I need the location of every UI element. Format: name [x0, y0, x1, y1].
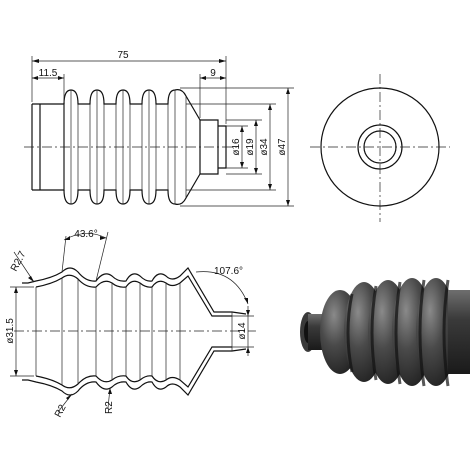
dim-radius-top: R2.7 [9, 249, 35, 283]
dim-left-neck: 11.5 [32, 68, 65, 102]
dim-radius-bottom-mid: R2 [104, 387, 115, 414]
section-view: 43.6° 107.6° R2.7 R2 R2 [5, 229, 256, 419]
dim-107-6-label: 107.6° [214, 266, 243, 277]
dim-pitch-angle: 43.6° [61, 229, 109, 282]
dim-right-neck: 9 [199, 68, 226, 118]
section-outer-top [22, 267, 247, 315]
render-grooves [346, 279, 450, 387]
dim-11-5-label: 11.5 [39, 68, 58, 79]
bellows-top-profile [63, 89, 201, 121]
dim-d34-label: ø34 [259, 138, 270, 156]
dim-r2-b-label: R2 [104, 401, 115, 414]
dim-d14-label: ø14 [237, 322, 248, 340]
dim-d47-label: ø47 [277, 138, 288, 156]
dim-r2-a-label: R2 [53, 403, 69, 420]
dim-d31-5-label: ø31.5 [5, 318, 16, 344]
render-large-neck [448, 290, 470, 374]
bellows-bottom-profile [63, 173, 201, 205]
render-view [300, 278, 470, 387]
section-inner-bottom [35, 346, 232, 389]
front-view: 75 11.5 9 ø16 [24, 50, 294, 207]
end-view [310, 74, 450, 222]
dim-right-bore: ø14 [232, 306, 254, 356]
dim-75-label: 75 [117, 50, 129, 61]
dim-overall-length: 75 [31, 50, 227, 124]
dim-diameters: ø16 ø19 ø34 ø47 [180, 87, 294, 207]
dim-cone-angle: 107.6° [195, 266, 249, 305]
section-crest-lines [35, 278, 233, 385]
dim-43-6-label: 43.6° [74, 229, 97, 240]
dim-d16-label: ø16 [231, 138, 242, 156]
section-outer-bottom [22, 348, 247, 396]
dim-9-label: 9 [210, 68, 216, 79]
dim-d19-label: ø19 [245, 138, 256, 156]
dim-left-bore: ø31.5 [5, 286, 34, 377]
dim-radius-bottom-left: R2 [53, 393, 73, 420]
section-inner-top [35, 274, 232, 317]
